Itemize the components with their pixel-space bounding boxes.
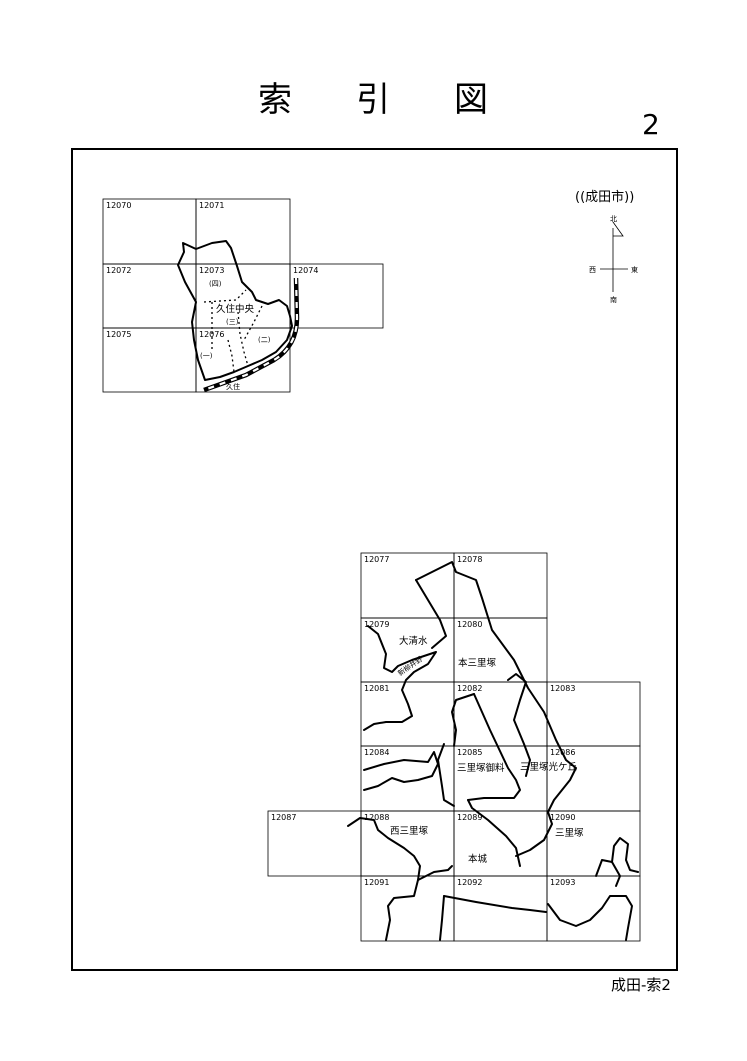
sub-boundary [203,289,247,303]
sheet-label: 12072 [106,266,131,275]
sheet-label: 12081 [364,684,389,693]
sheet-label: 12077 [364,555,389,564]
sheet-label: 12079 [364,620,389,629]
title-char-1: 索 [258,80,292,120]
place-ward-2: (二) [258,336,271,344]
place-honjo: 本城 [468,853,488,865]
place-misatozuka-kogaoka: 三里塚光ケ丘 [520,761,578,773]
sheet-label: 12091 [364,878,389,887]
map-frame [71,148,678,971]
compass-east: 東 [631,265,638,274]
sheet-label: 12088 [364,813,389,822]
place-ward-1: (一) [200,352,213,360]
title-char-2: 引 [356,80,390,120]
sheet-label: 12070 [106,201,131,210]
sheet-label: 12076 [199,330,224,339]
sheet-label: 12084 [364,748,389,757]
sheet-label: 12078 [457,555,482,564]
compass-rose: 北 南 西 東 [589,215,638,304]
sheet-label: 12073 [199,266,224,275]
railway-line [203,277,300,393]
sheet-label: 12080 [457,620,482,629]
station-kuzumi: 久住 [226,382,240,391]
page-footer: 成田-索2 [611,976,671,994]
sheet-label: 12093 [550,878,575,887]
place-misatozuka-goryo: 三里塚御料 [457,762,505,774]
place-nishi-misatozuka: 西三里塚 [390,826,429,837]
kuzumi-boundary [177,240,293,381]
compass-north: 北 [610,215,617,223]
region-label: ((成田市)) [575,189,634,205]
sheet-label: 12090 [550,813,575,822]
page-title: 索 引 図 [0,72,747,122]
sub-boundary [243,305,263,341]
place-ward-4: (四) [209,280,222,288]
sheet-label: 12087 [271,813,296,822]
place-hon-misatozuka: 本三里塚 [458,657,497,669]
place-misatozuka: 三里塚 [555,828,584,839]
sheet-label: 12089 [457,813,482,822]
place-oshimizu: 大清水 [399,635,428,647]
sheet-label: 12075 [106,330,131,339]
title-char-3: 図 [454,80,488,120]
compass-west: 西 [589,266,596,274]
compass-south: 南 [610,295,617,304]
south-boundaries [347,561,639,941]
place-ward-3: (三) [226,318,239,326]
sheet-label: 12083 [550,684,575,693]
sheet-label: 12074 [293,266,318,275]
sheet-label: 12071 [199,201,224,210]
sub-boundary [227,339,235,373]
sheet-label: 12085 [457,748,482,757]
place-kuzumi-chuo: 久住中央 [216,303,255,315]
north-sheet-grid: 12070 12071 12072 12073 12074 12075 1207… [102,198,384,393]
sheet-label: 12092 [457,878,482,887]
south-sheet-grid: 12077 12078 12079 12080 12081 12082 1208… [267,552,641,942]
sub-boundary [237,311,249,367]
sheet-label: 12082 [457,684,482,693]
page-number: 2 [642,108,660,141]
